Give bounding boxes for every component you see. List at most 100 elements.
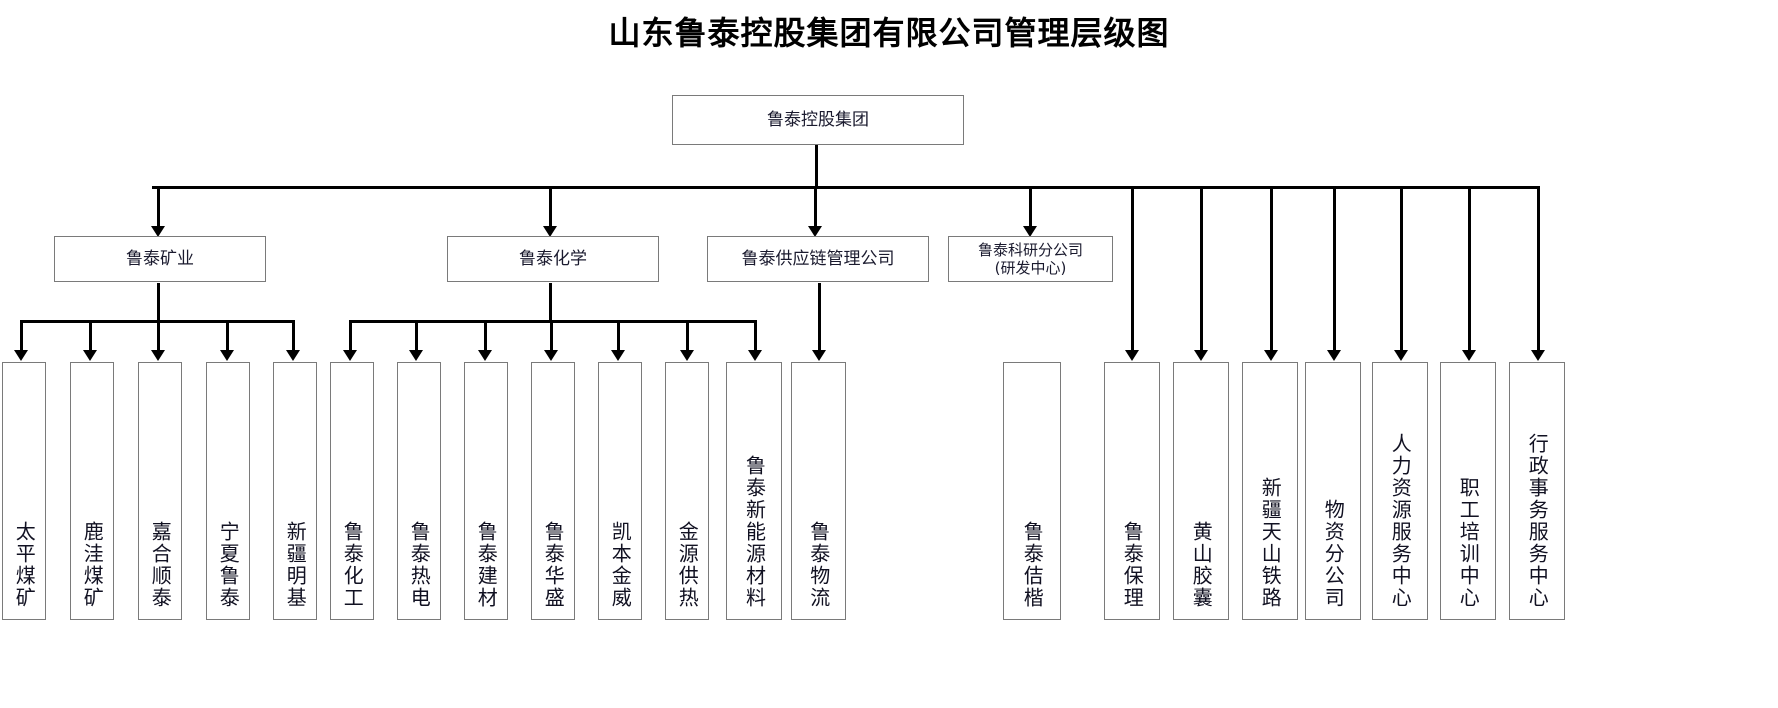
node-supplychain[interactable]: 鲁泰供应链管理公司 [707,236,929,282]
node-research-label: 鲁泰科研分公司 (研发中心) [977,240,1083,277]
connector-drop-direct-0 [1131,186,1134,352]
connector-drop-direct-5 [1468,186,1471,352]
connector-drop-direct-3 [1333,186,1336,352]
node-mining[interactable]: 鲁泰矿业 [54,236,266,282]
node-leaf-taiping-coal[interactable]: 太平煤矿 [2,362,46,620]
node-leaf-luwa-coal-label: 鹿洼煤矿 [80,521,105,609]
connector-mining-child-0 [20,320,23,352]
node-mining-label: 鲁泰矿业 [126,248,194,269]
arrow-chem-child-6 [748,350,762,361]
node-leaf-lutai-materials[interactable]: 鲁泰建材 [464,362,508,620]
node-leaf-huangshan-capsule[interactable]: 黄山胶囊 [1173,362,1229,620]
arrow-direct-0 [1125,350,1139,361]
connector-mining-child-3 [226,320,229,352]
node-leaf-jinyuan-heating-label: 金源供热 [675,521,700,609]
node-root-label: 鲁泰控股集团 [767,109,869,130]
node-leaf-lutai-logistics-label: 鲁泰物流 [806,521,831,609]
arrow-direct-5 [1462,350,1476,361]
node-leaf-lutai-jiekai-label: 鲁泰佶楷 [1020,521,1045,609]
connector-chemical-bus [349,320,757,323]
arrow-mining-child-3 [220,350,234,361]
node-leaf-staff-training-center-label: 职工培训中心 [1456,477,1481,609]
connector-chem-child-0 [349,320,352,352]
node-leaf-kaiben-jinwei[interactable]: 凯本金威 [598,362,642,620]
node-leaf-ningxia-lutai[interactable]: 宁夏鲁泰 [206,362,250,620]
connector-chem-child-3 [550,320,553,352]
node-chemical-label: 鲁泰化学 [519,248,587,269]
arrow-chemical [543,226,557,237]
arrow-supplychain-child-0 [812,350,826,361]
arrow-mining-child-2 [151,350,165,361]
node-leaf-lutai-thermal[interactable]: 鲁泰热电 [397,362,441,620]
connector-drop-supplychain [814,186,817,230]
arrow-research [1023,226,1037,237]
arrow-chem-child-0 [343,350,357,361]
node-leaf-lutai-chemical[interactable]: 鲁泰化工 [330,362,374,620]
node-leaf-lutai-huasheng[interactable]: 鲁泰华盛 [531,362,575,620]
node-leaf-jiaheshuntai-label: 嘉合顺泰 [148,521,173,609]
connector-chemical-stem [549,283,552,321]
arrow-supplychain [808,226,822,237]
connector-chem-child-6 [754,320,757,352]
connector-main-bus [152,186,1539,189]
arrow-chem-child-1 [409,350,423,361]
arrow-chem-child-2 [478,350,492,361]
node-leaf-materials-branch[interactable]: 物资分公司 [1305,362,1361,620]
arrow-direct-3 [1327,350,1341,361]
node-leaf-lutai-factoring-label: 鲁泰保理 [1120,521,1145,609]
node-leaf-jiaheshuntai[interactable]: 嘉合顺泰 [138,362,182,620]
node-leaf-xinjiang-mingji[interactable]: 新疆明基 [273,362,317,620]
page-title: 山东鲁泰控股集团有限公司管理层级图 [608,14,1170,52]
node-leaf-new-energy-materials[interactable]: 鲁泰新能源材料 [726,362,782,620]
connector-mining-child-1 [89,320,92,352]
connector-chem-child-1 [415,320,418,352]
node-leaf-admin-service-center[interactable]: 行政事务服务中心 [1509,362,1565,620]
node-leaf-hr-service-center-label: 人力资源服务中心 [1388,433,1413,609]
node-chemical[interactable]: 鲁泰化学 [447,236,659,282]
node-leaf-staff-training-center[interactable]: 职工培训中心 [1440,362,1496,620]
connector-root-stem [815,145,818,187]
connector-chem-child-2 [484,320,487,352]
node-leaf-xinjiang-mingji-label: 新疆明基 [283,521,308,609]
node-leaf-lutai-materials-label: 鲁泰建材 [474,521,499,609]
node-leaf-new-energy-materials-label: 鲁泰新能源材料 [742,455,767,609]
connector-mining-child-2 [157,320,160,352]
node-leaf-hr-service-center[interactable]: 人力资源服务中心 [1372,362,1428,620]
connector-supplychain-stem [818,283,821,352]
node-leaf-taiping-coal-label: 太平煤矿 [12,521,37,609]
connector-drop-chemical [549,186,552,230]
connector-drop-mining [157,186,160,230]
node-leaf-lutai-thermal-label: 鲁泰热电 [407,521,432,609]
arrow-mining-child-0 [14,350,28,361]
node-leaf-xinjiang-tianshan-railway-label: 新疆天山铁路 [1258,477,1283,609]
arrow-direct-1 [1194,350,1208,361]
arrow-direct-2 [1264,350,1278,361]
connector-drop-direct-6 [1537,186,1540,352]
connector-drop-direct-2 [1270,186,1273,352]
connector-chem-child-5 [686,320,689,352]
node-leaf-lutai-logistics[interactable]: 鲁泰物流 [791,362,846,620]
connector-chem-child-4 [617,320,620,352]
node-leaf-lutai-chemical-label: 鲁泰化工 [340,521,365,609]
connector-drop-direct-4 [1400,186,1403,352]
connector-drop-research [1029,186,1032,230]
arrow-mining-child-1 [83,350,97,361]
node-leaf-luwa-coal[interactable]: 鹿洼煤矿 [70,362,114,620]
node-leaf-jinyuan-heating[interactable]: 金源供热 [665,362,709,620]
connector-mining-stem [157,283,160,321]
node-leaf-lutai-huasheng-label: 鲁泰华盛 [541,521,566,609]
node-leaf-huangshan-capsule-label: 黄山胶囊 [1189,521,1214,609]
arrow-mining [151,226,165,237]
arrow-chem-child-4 [611,350,625,361]
connector-mining-child-4 [292,320,295,352]
arrow-direct-6 [1531,350,1545,361]
arrow-chem-child-3 [544,350,558,361]
node-root[interactable]: 鲁泰控股集团 [672,95,964,145]
node-leaf-lutai-jiekai[interactable]: 鲁泰佶楷 [1003,362,1061,620]
node-research[interactable]: 鲁泰科研分公司 (研发中心) [948,236,1113,282]
node-leaf-lutai-factoring[interactable]: 鲁泰保理 [1104,362,1160,620]
node-supplychain-label: 鲁泰供应链管理公司 [741,248,895,269]
node-leaf-xinjiang-tianshan-railway[interactable]: 新疆天山铁路 [1242,362,1298,620]
arrow-direct-4 [1394,350,1408,361]
